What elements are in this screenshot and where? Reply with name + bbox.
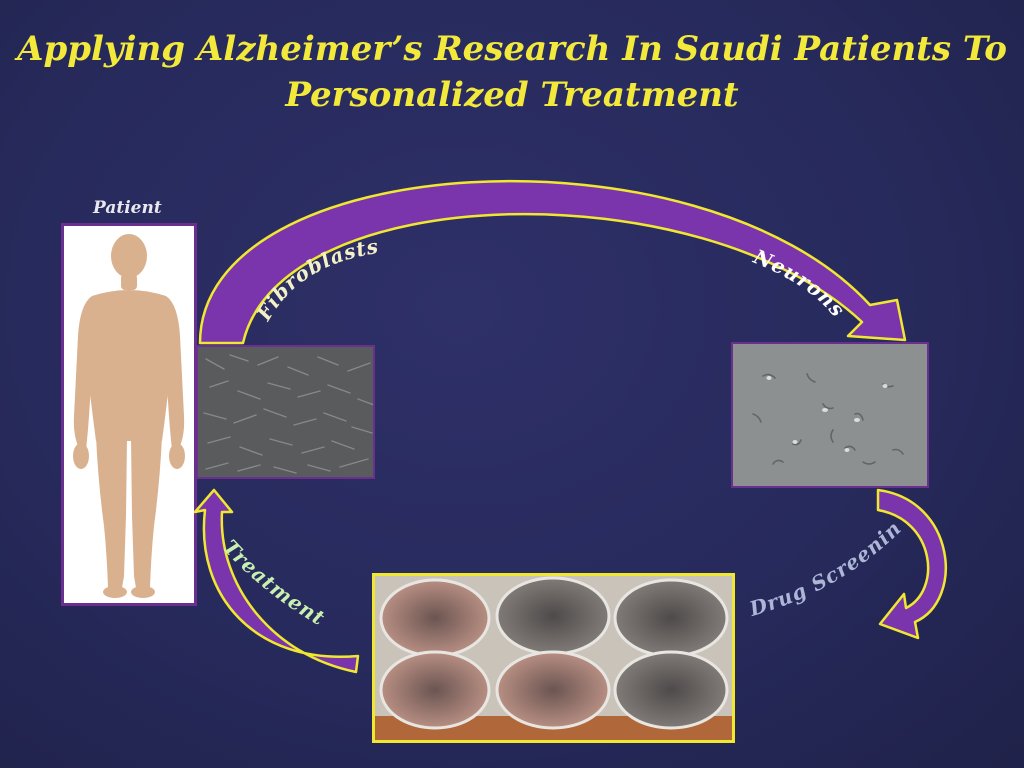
curved-arrow-icon xyxy=(198,179,907,345)
neurons-texture xyxy=(752,373,904,465)
fibroblasts-micrograph xyxy=(196,345,375,479)
curved-arrow-icon xyxy=(193,488,360,674)
drug-screening-plate-photo xyxy=(372,573,735,743)
fibroblasts-texture xyxy=(203,354,373,474)
patient-label: Patient xyxy=(93,198,162,218)
page-title-line-2: Personalized Treatment xyxy=(285,75,739,115)
page-title-line-1: Applying Alzheimer’s Research In Saudi P… xyxy=(17,29,1007,69)
curved-arrow-icon xyxy=(876,488,947,640)
culture-plate-wells xyxy=(375,576,732,740)
patient-figure-box xyxy=(61,223,197,606)
drug-screening-label: Drug Screening xyxy=(0,0,905,621)
neurons-micrograph xyxy=(731,342,929,488)
page-title: Applying Alzheimer’s Research In Saudi P… xyxy=(0,26,1024,118)
human-silhouette-icon xyxy=(73,234,185,598)
